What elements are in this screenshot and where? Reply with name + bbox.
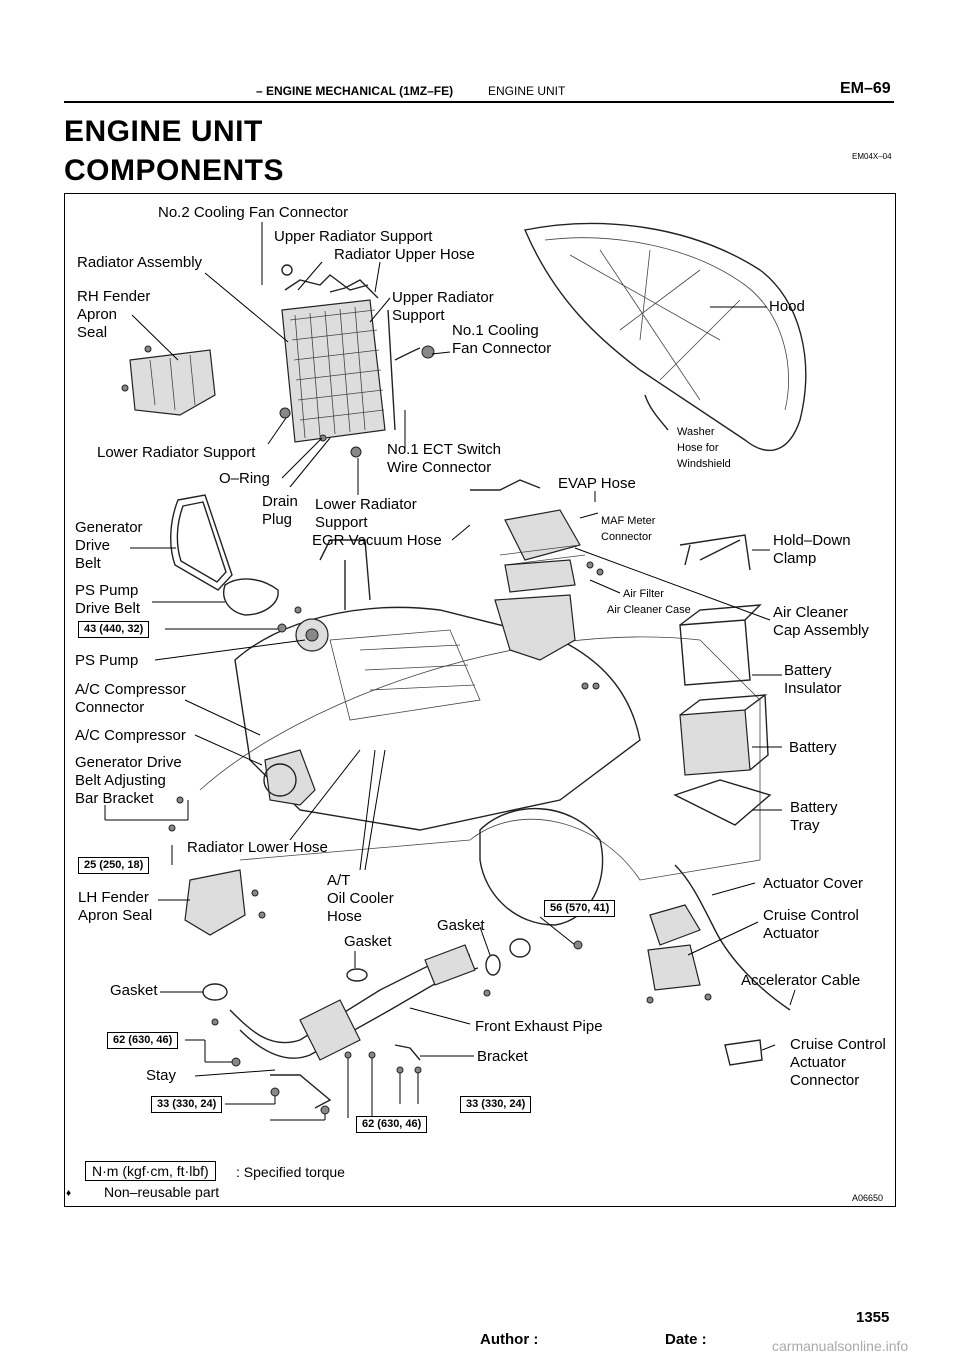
label-hold-down-clamp: Hold–Down Clamp: [773, 532, 851, 567]
label-washer-hose: Washer Hose for Windshield: [677, 426, 731, 470]
label-hood: Hood: [769, 298, 805, 315]
legend-nonreusable-text: Non–reusable part: [104, 1184, 220, 1200]
label-cruise-control-actuator: Cruise Control Actuator: [763, 907, 859, 942]
legend-torque-text: : Specified torque: [236, 1164, 345, 1180]
label-battery: Battery: [789, 739, 837, 756]
label-no1-ect-switch: No.1 ECT Switch Wire Connector: [387, 441, 501, 476]
label-lower-radiator-support-2: Lower Radiator Support: [315, 496, 417, 531]
label-air-filter: Air Filter: [623, 588, 664, 600]
label-ac-compressor: A/C Compressor: [75, 727, 186, 744]
label-rh-fender-apron-seal: RH Fender Apron Seal: [77, 288, 151, 341]
label-front-exhaust-pipe: Front Exhaust Pipe: [475, 1018, 603, 1035]
label-at-oil-cooler-hose: A/T Oil Cooler Hose: [327, 872, 394, 925]
label-accelerator-cable: Accelerator Cable: [741, 972, 861, 989]
label-actuator-cover: Actuator Cover: [763, 875, 864, 892]
torque-33-left: 33 (330, 24): [151, 1096, 223, 1113]
label-generator-drive-belt: Generator Drive Belt: [75, 519, 143, 572]
torque-43: 43 (440, 32): [78, 621, 150, 638]
label-gasket-center: Gasket: [344, 933, 392, 950]
label-no2-cooling-fan-connector: No.2 Cooling Fan Connector: [158, 204, 349, 221]
label-battery-insulator: Battery Insulator: [784, 662, 842, 697]
doc-code: EM04X–04: [852, 152, 892, 161]
label-battery-tray: Battery Tray: [790, 799, 838, 834]
page-code: EM–69: [840, 80, 891, 97]
label-ps-pump-drive-belt: PS Pump Drive Belt: [75, 582, 141, 617]
label-ps-pump: PS Pump: [75, 652, 139, 669]
label-radiator-upper-hose: Radiator Upper Hose: [334, 246, 475, 263]
label-air-cleaner-cap-assembly: Air Cleaner Cap Assembly: [773, 604, 869, 639]
label-radiator-lower-hose: Radiator Lower Hose: [187, 839, 328, 856]
section-title: COMPONENTS: [64, 154, 285, 187]
header-rule: [64, 101, 894, 103]
label-stay: Stay: [146, 1067, 177, 1084]
label-radiator-assembly: Radiator Assembly: [77, 254, 203, 271]
page-title: ENGINE UNIT: [64, 115, 263, 148]
label-air-cleaner-case: Air Cleaner Case: [607, 604, 691, 616]
label-drain-plug: Drain Plug: [262, 493, 298, 528]
label-maf-meter-connector: MAF Meter Connector: [601, 515, 656, 543]
label-upper-radiator-support: Upper Radiator Support: [274, 228, 433, 245]
label-o-ring: O–Ring: [219, 470, 270, 487]
diagram-frame: [64, 193, 896, 1207]
label-bracket: Bracket: [477, 1048, 528, 1065]
label-generator-bracket: Generator Drive Belt Adjusting Bar Brack…: [75, 754, 182, 807]
label-cruise-control-connector: Cruise Control Actuator Connector: [790, 1036, 886, 1089]
nonreusable-icon: ♦: [66, 1188, 72, 1199]
label-lower-radiator-support: Lower Radiator Support: [97, 444, 256, 461]
header-section: – ENGINE MECHANICAL (1MZ–FE): [256, 84, 454, 98]
label-upper-radiator-support-2: Upper Radiator Support: [392, 289, 494, 324]
label-ac-compressor-connector: A/C Compressor Connector: [75, 681, 186, 716]
label-gasket-left: Gasket: [110, 982, 158, 999]
torque-62-bottom: 62 (630, 46): [356, 1116, 428, 1133]
label-gasket-right: Gasket: [437, 917, 485, 934]
page-number: 1355: [856, 1309, 890, 1326]
date-label: Date :: [665, 1331, 707, 1348]
torque-25: 25 (250, 18): [78, 857, 150, 874]
torque-56: 56 (570, 41): [544, 900, 616, 917]
label-lh-fender-apron-seal: LH Fender Apron Seal: [78, 889, 153, 924]
author-label: Author :: [480, 1331, 539, 1348]
figure-code: A06650: [852, 1193, 884, 1203]
header-subsection: ENGINE UNIT: [488, 84, 566, 98]
label-no1-cooling-fan-connector: No.1 Cooling Fan Connector: [452, 322, 552, 357]
legend-torque-box: N·m (kgf·cm, ft·lbf): [85, 1161, 216, 1181]
label-egr-vacuum-hose: EGR Vacuum Hose: [312, 532, 442, 549]
label-evap-hose: EVAP Hose: [558, 475, 636, 492]
torque-33-right: 33 (330, 24): [460, 1096, 532, 1113]
watermark: carmanualsonline.info: [772, 1338, 909, 1354]
torque-62-left: 62 (630, 46): [107, 1032, 179, 1049]
